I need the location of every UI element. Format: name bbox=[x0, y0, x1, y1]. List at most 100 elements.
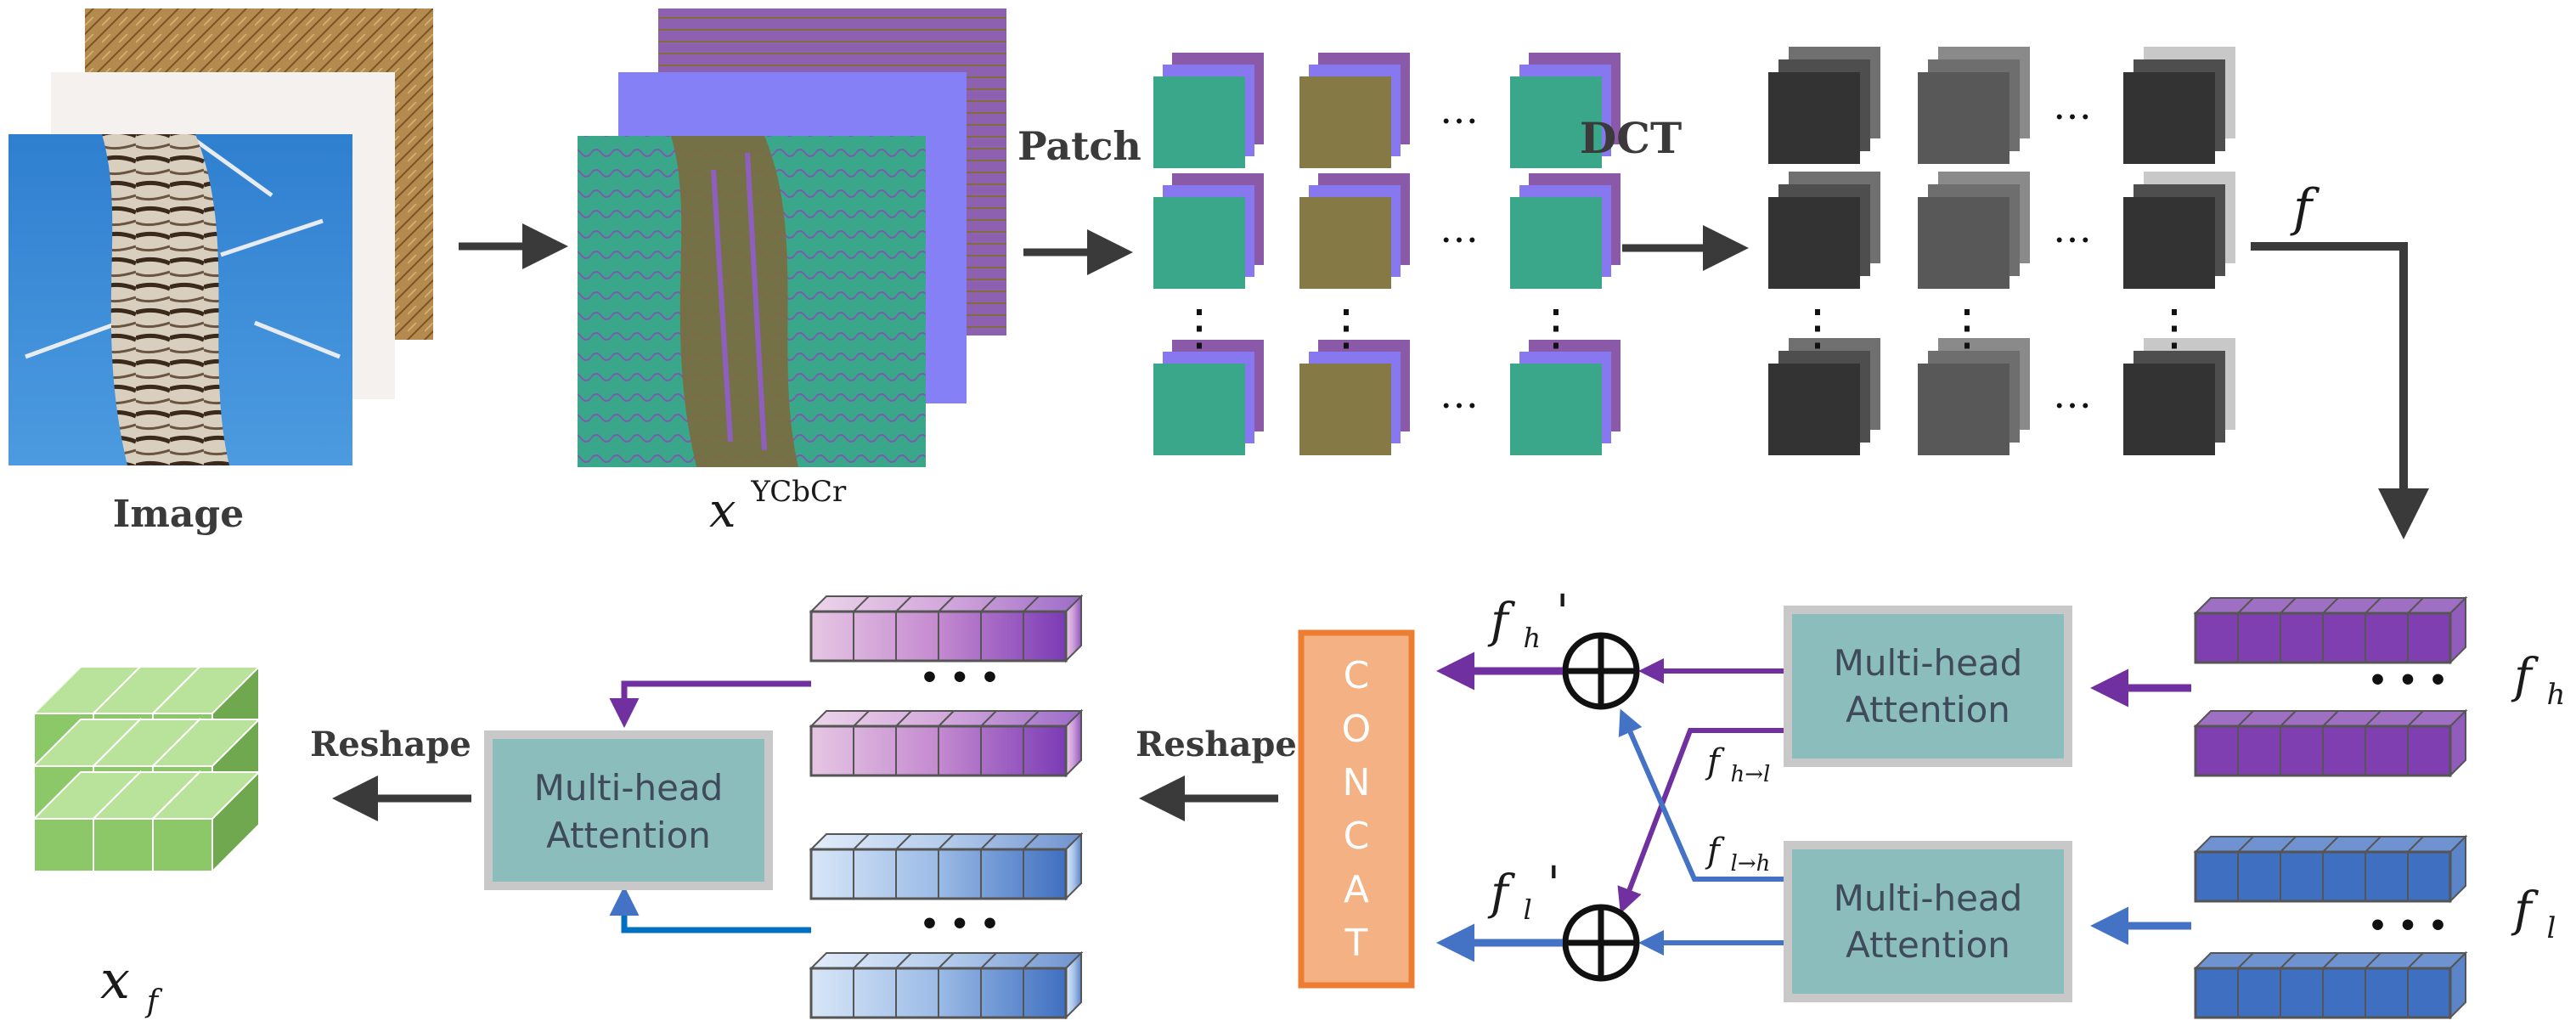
dct-label: DCT bbox=[1580, 113, 1682, 163]
dct-stack bbox=[2123, 172, 2235, 289]
patch-stack bbox=[1153, 340, 1264, 455]
xf-label-base: x bbox=[100, 949, 130, 1011]
dct-ellipsis-v: ⋮ bbox=[1942, 298, 1992, 356]
f-h2l-sub: h→l bbox=[1731, 762, 1771, 787]
patch-stack bbox=[1510, 53, 1621, 168]
mha-high-line1: Multi-head bbox=[1834, 642, 2023, 684]
svg-text:f l: f l bbox=[2511, 883, 2556, 945]
svg-text:x YCbCr: x YCbCr bbox=[709, 475, 847, 539]
arrow-f-to-tokens bbox=[2251, 242, 2429, 539]
image-label: Image bbox=[113, 493, 244, 536]
mha-fusion-line2: Attention bbox=[546, 815, 711, 856]
output-feature-cube bbox=[31, 664, 262, 874]
token-seq-pink-bottom bbox=[809, 708, 1084, 778]
patch-ellipsis-h: … bbox=[1440, 87, 1479, 133]
dct-stack bbox=[1918, 172, 2030, 289]
patch-stack bbox=[1510, 173, 1621, 289]
token-seq-fh-bottom bbox=[2193, 708, 2468, 778]
concat-letter: O bbox=[1342, 708, 1372, 751]
svg-text:f h→l: f h→l bbox=[1705, 742, 1770, 787]
dct-stack bbox=[1768, 172, 1880, 289]
patch-stack bbox=[1299, 53, 1410, 168]
patch-stack bbox=[1299, 340, 1410, 455]
patch-stack bbox=[1153, 53, 1264, 168]
dct-stack bbox=[1918, 338, 2030, 455]
mha-box-high: Multi-head Attention bbox=[1784, 606, 2072, 767]
fl-prime-mark: ' bbox=[1547, 857, 1560, 912]
patch-label: Patch bbox=[1017, 123, 1141, 169]
dots-lightblue: • • • bbox=[920, 907, 1000, 942]
mha-box-low: Multi-head Attention bbox=[1784, 841, 2072, 1002]
svg-text:f l ': f l ' bbox=[1487, 857, 1560, 931]
add-node-high bbox=[1562, 632, 1640, 710]
arrow-l-to-h-cross bbox=[1618, 708, 1784, 882]
mha-box-fusion: Multi-head Attention bbox=[484, 730, 773, 890]
input-image-stack: Image bbox=[8, 8, 433, 536]
dct-grid: ………⋮⋮⋮ bbox=[1768, 47, 2235, 455]
patch-ellipsis-v: ⋮ bbox=[1175, 298, 1224, 356]
dct-ellipsis-v: ⋮ bbox=[1793, 298, 1842, 356]
patch-grid: … … … ⋮ ⋮ ⋮ bbox=[1153, 53, 1621, 455]
dct-stack bbox=[1768, 47, 1880, 164]
fl-prime-sub: l bbox=[1524, 894, 1532, 926]
f-l2h-sub: l→h bbox=[1731, 851, 1771, 877]
dct-ellipsis-v: ⋮ bbox=[2150, 298, 2199, 356]
arrow-pink-to-mha bbox=[609, 680, 811, 728]
svg-text:f h: f h bbox=[2511, 649, 2565, 712]
token-seq-lightblue-top bbox=[809, 832, 1084, 901]
f-label: f bbox=[2290, 178, 2320, 238]
concat-letter: T bbox=[1344, 922, 1368, 965]
patch-ellipsis-h: … bbox=[1440, 206, 1479, 251]
f-l2h-base: f bbox=[1705, 832, 1725, 871]
fl-prime-base: f bbox=[1487, 866, 1516, 921]
ycbcr-label-base: x bbox=[709, 483, 736, 539]
dct-stack bbox=[1918, 47, 2030, 164]
xf-label-sub: f bbox=[144, 984, 163, 1019]
token-sequences bbox=[809, 594, 2468, 1020]
fh-prime-base: f bbox=[1487, 594, 1516, 649]
patch-ellipsis-v: ⋮ bbox=[1531, 298, 1581, 356]
f-h2l-base: f bbox=[1705, 742, 1725, 781]
patch-stack bbox=[1299, 173, 1410, 289]
dct-stack bbox=[2123, 338, 2235, 455]
svg-text:f h ': f h ' bbox=[1487, 585, 1569, 659]
dct-ellipsis-h: … bbox=[2053, 371, 2092, 417]
ycbcr-label-sup: YCbCr bbox=[750, 475, 847, 509]
ycbcr-image-stack: x YCbCr bbox=[578, 8, 1006, 539]
dct-ellipsis-h: … bbox=[2053, 206, 2092, 251]
dct-stack bbox=[2123, 47, 2235, 164]
dots-fl: • • • bbox=[2368, 909, 2448, 944]
dct-stack bbox=[1768, 338, 1880, 455]
concat-letter: A bbox=[1344, 868, 1369, 911]
ycbcr-layer-y bbox=[578, 136, 926, 467]
patch-ellipsis-h: … bbox=[1440, 371, 1479, 417]
fl-label-sub: l bbox=[2547, 911, 2556, 945]
token-seq-fl-bottom bbox=[2193, 950, 2468, 1020]
fh-label-sub: h bbox=[2547, 678, 2566, 712]
image-layer-front bbox=[8, 132, 352, 465]
mha-fusion-line1: Multi-head bbox=[534, 767, 724, 809]
arrow-h-to-l-cross bbox=[1617, 728, 1784, 914]
svg-text:x f: x f bbox=[100, 949, 163, 1019]
patch-ellipsis-v: ⋮ bbox=[1322, 298, 1371, 356]
dots-fh: • • • bbox=[2368, 663, 2448, 698]
fl-label-base: f bbox=[2511, 883, 2539, 938]
token-seq-pink-top bbox=[809, 594, 1084, 663]
reshape-mid-label: Reshape bbox=[1136, 725, 1297, 764]
fh-label-base: f bbox=[2511, 649, 2539, 704]
token-seq-fl-top bbox=[2193, 834, 2468, 904]
concat-letter: C bbox=[1344, 815, 1370, 858]
mha-high-line2: Attention bbox=[1846, 689, 2010, 730]
fh-prime-mark: ' bbox=[1556, 585, 1569, 640]
xf-cell bbox=[150, 770, 262, 874]
token-seq-lightblue-bottom bbox=[809, 950, 1084, 1020]
patch-stack bbox=[1153, 173, 1264, 289]
mha-low-line1: Multi-head bbox=[1834, 877, 2023, 919]
reshape-left-label: Reshape bbox=[310, 725, 471, 764]
svg-text:f l→h: f l→h bbox=[1705, 832, 1770, 877]
dots-pink: • • • bbox=[920, 661, 1000, 696]
mha-low-line2: Attention bbox=[1846, 924, 2010, 966]
